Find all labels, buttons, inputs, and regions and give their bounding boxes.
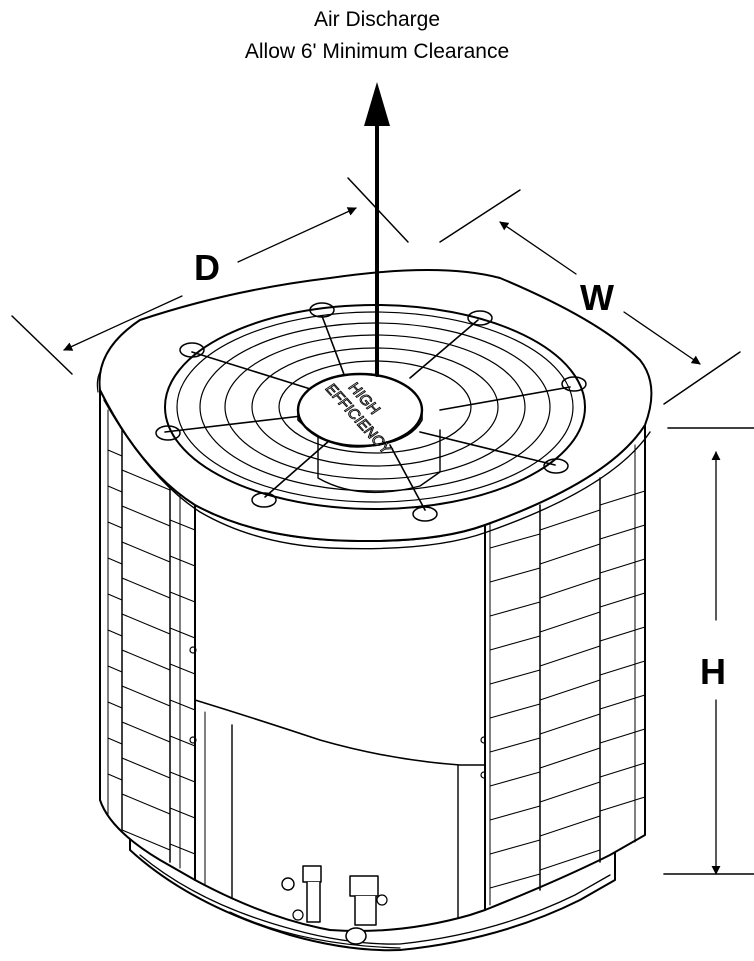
coil-fin [599, 524, 646, 540]
coil-fin [169, 699, 196, 711]
coil-fin [107, 665, 123, 673]
width-label: W [580, 277, 614, 318]
service-panel [189, 504, 488, 932]
air-discharge-caption: Air Discharge [313, 8, 441, 31]
coil-fin [539, 679, 601, 701]
coil-fin [539, 543, 601, 565]
coil-fin [121, 613, 171, 635]
coil-fin [599, 796, 646, 812]
coil-fin [121, 757, 171, 779]
clearance-caption: Allow 6' Minimum Clearance [244, 40, 510, 63]
coil-fin [169, 627, 196, 639]
coil-fin [107, 449, 123, 457]
coil-fin [539, 849, 601, 871]
coil-fin [121, 505, 171, 527]
coil-fin [107, 521, 123, 529]
coil-fin [169, 843, 196, 855]
coil-fin [169, 735, 196, 747]
coil-fin [599, 626, 646, 642]
width-dimension [439, 189, 741, 405]
coil-fin [121, 469, 171, 491]
coil-fin [599, 728, 646, 744]
coil-fin [169, 771, 196, 783]
coil-fin [599, 592, 646, 608]
coil-fin [121, 541, 171, 563]
coil-fin [599, 558, 646, 574]
coil-fin [107, 701, 123, 709]
coil-fin [489, 805, 541, 821]
fan-hub [296, 372, 424, 448]
coil-fin [169, 807, 196, 819]
coil-fin [539, 713, 601, 735]
depth-label: D [194, 247, 220, 288]
coil-fin [539, 645, 601, 667]
coil-fin [121, 577, 171, 599]
height-dimension [663, 427, 754, 875]
coil-fin [107, 485, 123, 493]
coil-fin [107, 557, 123, 565]
coil-fin [169, 519, 196, 531]
service-valves [292, 865, 388, 945]
coil-fin [539, 509, 601, 531]
coil-fin [539, 577, 601, 599]
coil-fin [489, 703, 541, 719]
coil-fin [489, 601, 541, 617]
coil-fin [121, 721, 171, 743]
depth-dimension [11, 177, 409, 375]
coil-fin [539, 747, 601, 769]
coil-fin [599, 490, 646, 506]
coil-fin [121, 685, 171, 707]
coil-fin [107, 629, 123, 637]
coil-fin [539, 611, 601, 633]
coil-fin [489, 533, 541, 549]
coil-fin [539, 781, 601, 803]
right-coil-face [484, 424, 646, 911]
coil-fin [121, 793, 171, 815]
coil-fin [599, 694, 646, 710]
coil-fin [599, 762, 646, 778]
coil-fin [121, 649, 171, 671]
coil-fin [489, 669, 541, 685]
coil-fin [107, 773, 123, 781]
coil-fin [489, 567, 541, 583]
coil-fin [489, 873, 541, 889]
coil-fin [489, 771, 541, 787]
coil-fin [169, 663, 196, 675]
coil-fin [107, 737, 123, 745]
air-discharge-arrow [364, 82, 390, 377]
height-label: H [700, 651, 726, 692]
coil-fin [169, 555, 196, 567]
coil-fin [539, 815, 601, 837]
coil-fin [107, 593, 123, 601]
coil-fin [599, 660, 646, 676]
coil-fin [489, 839, 541, 855]
coil-fin [121, 829, 171, 851]
coil-fin [169, 591, 196, 603]
coil-fin [489, 737, 541, 753]
coil-fin [489, 635, 541, 651]
